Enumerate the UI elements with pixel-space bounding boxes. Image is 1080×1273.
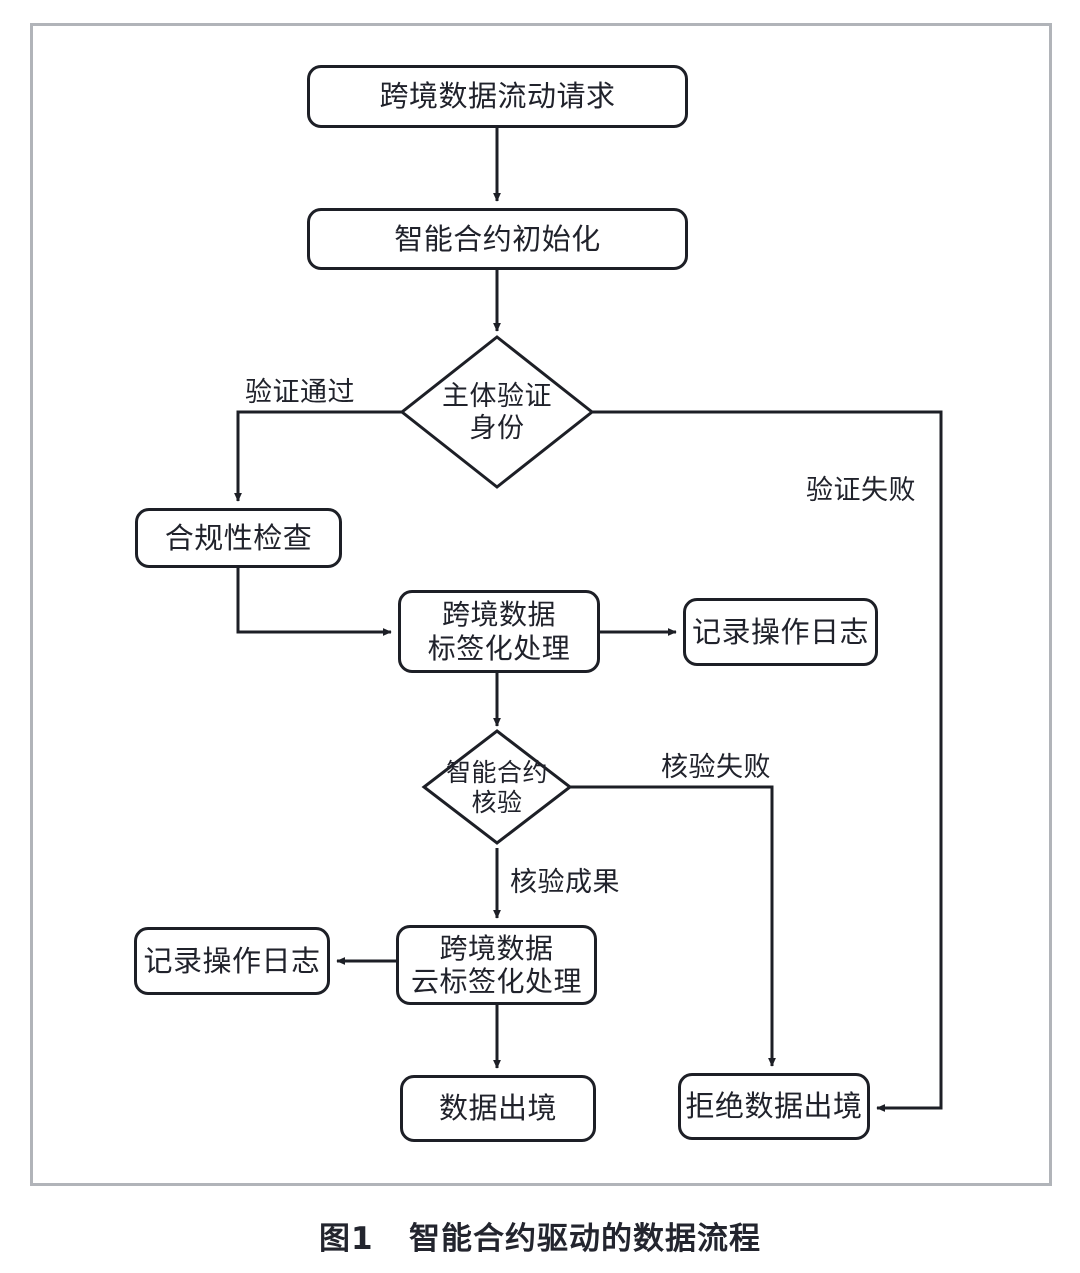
identity-diamond-shape — [399, 335, 595, 489]
edge-label-verify-pass: 验证通过 — [245, 377, 355, 408]
node-data-reject[interactable]: 拒绝数据出境 — [678, 1073, 870, 1140]
node-data-export[interactable]: 数据出境 — [400, 1075, 596, 1142]
edge-label-check-success: 核验成果 — [510, 867, 620, 898]
edge-compliance-to-tagging — [236, 568, 392, 636]
node-compliance-check[interactable]: 合规性检查 — [135, 508, 342, 568]
edge-identity-fail — [592, 410, 943, 1112]
node-cloud-tagging[interactable]: 跨境数据 云标签化处理 — [396, 925, 597, 1005]
edge-verify-fail — [570, 785, 776, 1067]
edge-label-verify-fail: 验证失败 — [806, 475, 916, 506]
node-request[interactable]: 跨境数据流动请求 — [307, 65, 688, 128]
figure-caption: 图1 智能合约驱动的数据流程 — [319, 1221, 761, 1257]
node-log-lower[interactable]: 记录操作日志 — [134, 927, 330, 995]
node-tagging[interactable]: 跨境数据 标签化处理 — [398, 590, 600, 673]
edge-label-check-fail: 核验失败 — [661, 752, 771, 783]
verify-diamond-shape — [421, 729, 573, 845]
edge-identity-pass — [234, 410, 402, 502]
node-contract-init[interactable]: 智能合约初始化 — [307, 208, 688, 270]
node-log-upper[interactable]: 记录操作日志 — [683, 598, 878, 666]
